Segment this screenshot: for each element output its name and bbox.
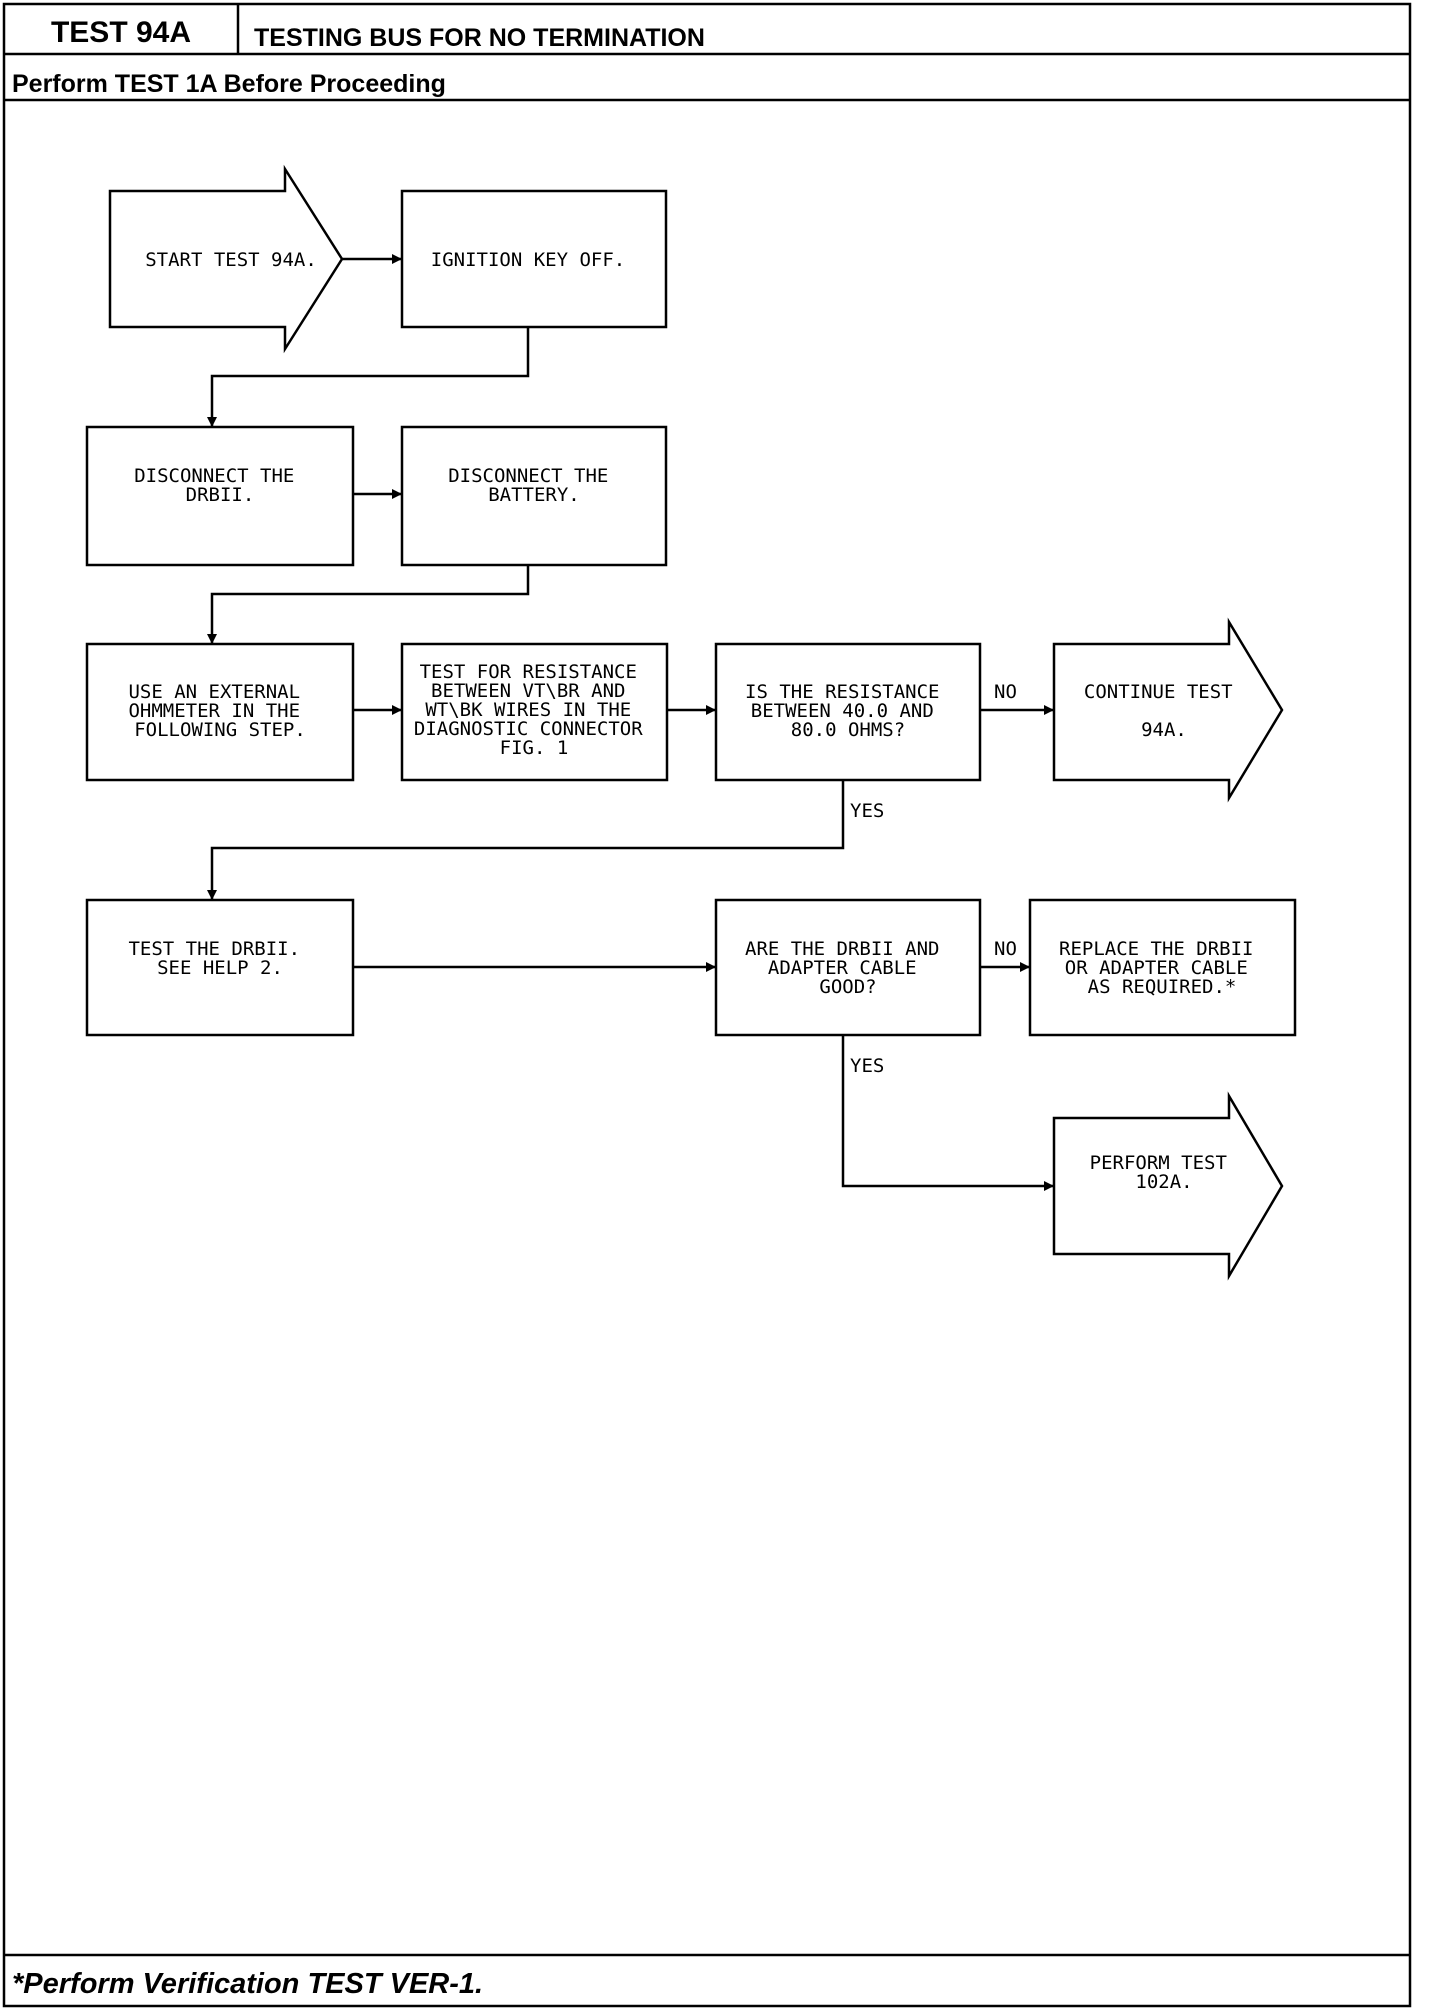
arrowhead [392,489,402,499]
yes-label-drbii: YES [850,1055,884,1077]
ohmmeter-box [85,642,355,782]
disconnect-battery-box [400,425,668,567]
arrowhead [207,417,217,427]
start-text: START TEST 94A. [145,249,317,271]
replace-drbii-text: REPLACE THE DRBII OR ADAPTER CABLE AS RE… [1059,938,1265,998]
connector-decision-perform [841,1035,1054,1188]
drbii-decision-box [714,898,982,1037]
start-terminal [108,164,344,354]
arrowhead [1044,1181,1054,1191]
connector-battery-ohmmeter [210,565,530,644]
page-border [2,2,1412,2008]
arrowhead [1020,962,1030,972]
ohmmeter-text: USE AN EXTERNAL OHMMETER IN THE FOLLOWIN… [128,681,311,741]
test-id: TEST 94A [51,16,191,49]
disconnect-battery-text: DISCONNECT THE BATTERY. [448,465,620,506]
test-resistance-box [400,642,669,782]
test-drbii-box [85,898,355,1037]
arrowhead [392,705,402,715]
yes-label-resistance: YES [850,800,884,822]
ignition-text: IGNITION KEY OFF. [431,249,625,271]
arrowheads [207,254,1054,1191]
prerequisite-note: Perform TEST 1A Before Proceeding [12,70,446,98]
arrowhead [207,634,217,644]
continue-test-text: CONTINUE TEST 94A. [1084,681,1244,741]
arrowhead [392,254,402,264]
test-drbii-text: TEST THE DRBII. SEE HELP 2. [128,938,311,979]
disconnect-drbii-box [85,425,355,567]
arrowhead [706,705,716,715]
connector-ignition-disconnect-drbii [210,327,530,427]
disconnect-drbii-text: DISCONNECT THE DRBII. [134,465,306,506]
arrowhead [1044,705,1054,715]
footer-note: *Perform Verification TEST VER-1. [12,1968,483,2000]
connector-decision-test-drbii [210,780,845,900]
perform-test-text: PERFORM TEST 102A. [1090,1152,1239,1193]
perform-test-terminal [1052,1091,1284,1281]
no-label-resistance: NO [994,681,1017,703]
arrowhead [207,890,217,900]
drbii-decision-text: ARE THE DRBII AND ADAPTER CABLE GOOD? [745,938,951,998]
no-label-drbii: NO [994,938,1017,960]
resistance-decision-box [714,642,982,782]
test-title: TESTING BUS FOR NO TERMINATION [254,24,705,52]
resistance-decision-text: IS THE RESISTANCE BETWEEN 40.0 AND 80.0 … [745,681,951,741]
replace-drbii-box [1028,898,1297,1037]
arrowhead [706,962,716,972]
continue-test-terminal [1052,617,1284,803]
ignition-box [400,189,668,329]
test-resistance-text: TEST FOR RESISTANCE BETWEEN VT\BR AND WT… [414,661,654,759]
